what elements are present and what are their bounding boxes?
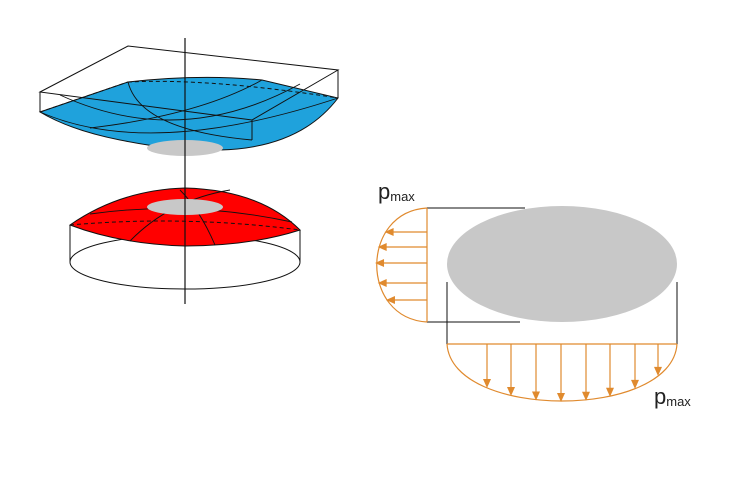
pmax-bottom-label: pmax	[654, 384, 691, 409]
pressure-arrows-left	[375, 228, 427, 304]
arrow-down-icon	[532, 344, 540, 401]
arrow-down-icon	[582, 344, 590, 401]
arrow-left-icon	[377, 243, 427, 251]
arrow-left-icon	[385, 296, 427, 304]
projection-lines	[427, 207, 678, 344]
pressure-profile-bottom	[446, 343, 678, 402]
pressure-profile-left	[375, 207, 428, 323]
arrow-down-icon	[654, 344, 662, 376]
arrow-down-icon	[631, 344, 639, 389]
pressure-curve-bottom	[446, 343, 678, 402]
upper-hidden-edges	[39, 80, 339, 113]
arrow-down-icon	[606, 344, 614, 397]
upper-body	[38, 45, 340, 156]
arrow-left-icon	[377, 279, 427, 287]
upper-box-outline	[38, 45, 340, 140]
upper-concave-surface	[38, 76, 339, 151]
arrow-down-icon	[557, 344, 565, 402]
upper-grid-lines	[39, 79, 339, 141]
arrow-down-icon	[483, 344, 491, 388]
pressure-curve-left	[376, 207, 428, 323]
arrow-left-icon	[384, 228, 427, 236]
pmax-left-label: pmax	[378, 179, 415, 204]
arrow-down-icon	[507, 344, 515, 396]
contact-ellipse	[447, 206, 677, 322]
lower-cylinder-sides	[69, 225, 301, 262]
arrow-left-icon	[375, 259, 427, 267]
pressure-arrows-bottom	[483, 344, 662, 402]
